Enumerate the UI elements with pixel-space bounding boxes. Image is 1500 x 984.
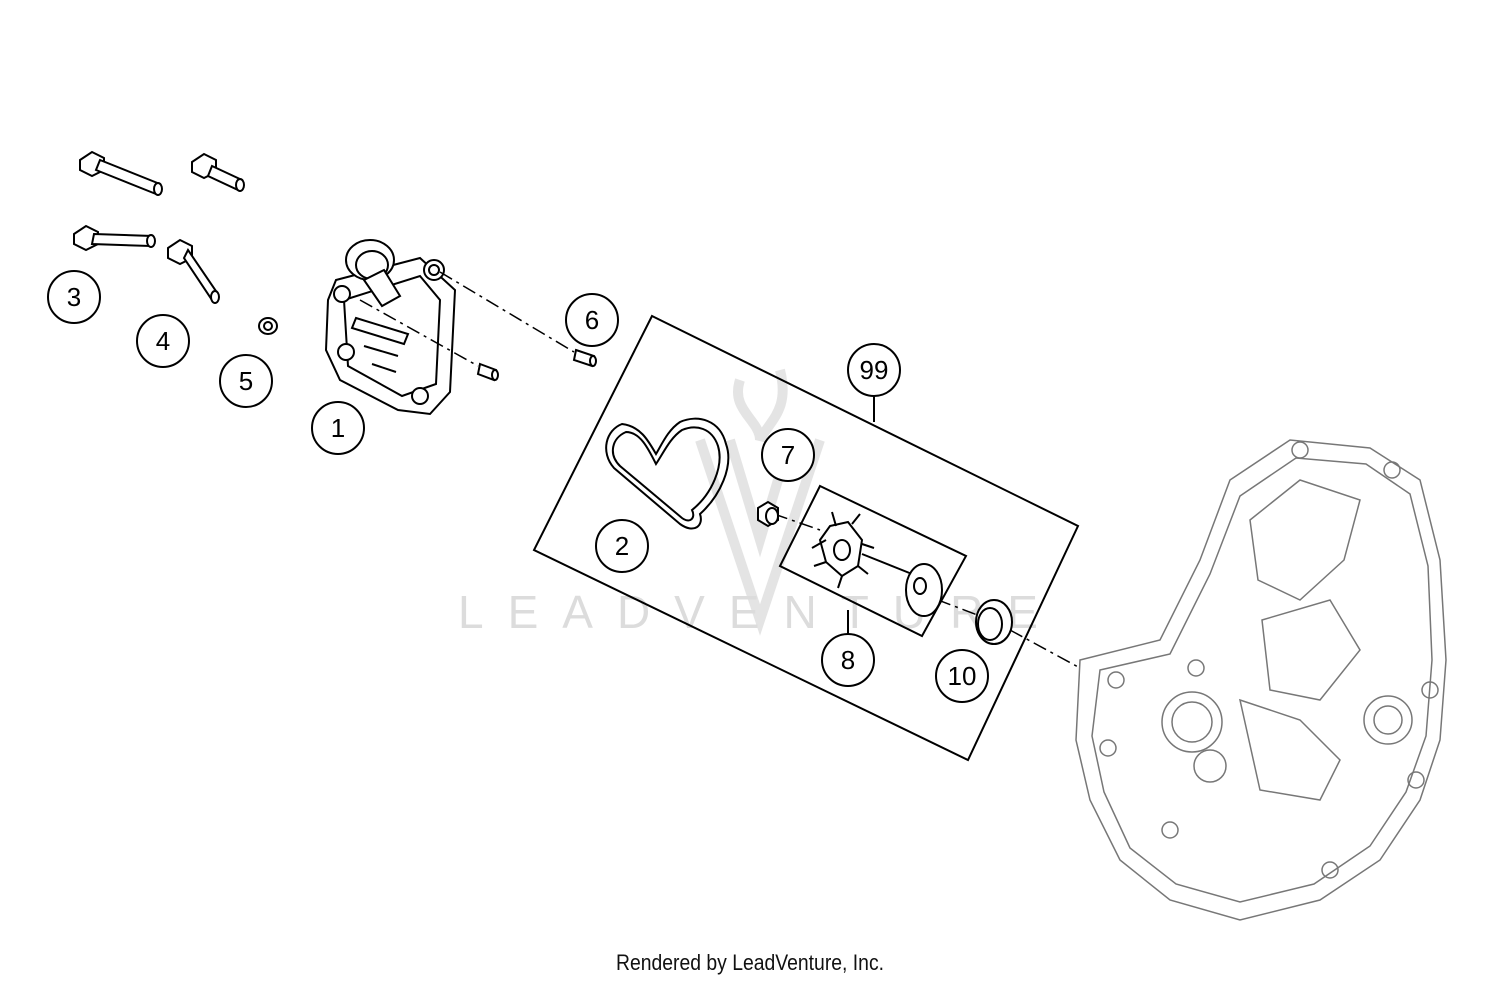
- callout-2: 2: [595, 519, 649, 573]
- callout-10: 10: [935, 649, 989, 703]
- washer-5-icon: [258, 317, 278, 335]
- svg-text:10: 10: [948, 661, 977, 691]
- callout-99: 99: [847, 343, 901, 397]
- gasket-2-icon: [605, 417, 730, 530]
- footer-credit: Rendered by LeadVenture, Inc.: [615, 950, 885, 975]
- bolt-4-upper-icon: [191, 152, 245, 192]
- callout-7: 7: [761, 428, 815, 482]
- callout-5: 5: [219, 354, 273, 408]
- callout-1: 1: [311, 401, 365, 455]
- bolt-4-lower-icon: [167, 238, 220, 304]
- clutch-cover-icon: [1075, 439, 1447, 921]
- svg-text:1: 1: [331, 413, 345, 443]
- svg-text:7: 7: [781, 440, 795, 470]
- watermark-logo-icon: [695, 368, 825, 636]
- leadventure-watermark: LEADVENTURE: [458, 368, 1038, 638]
- dowel-pin-6-upper-icon: [572, 348, 597, 368]
- callout-4: 4: [136, 314, 190, 368]
- callout-3: 3: [47, 270, 101, 324]
- bolt-3-upper-icon: [79, 150, 163, 196]
- svg-text:6: 6: [585, 305, 599, 335]
- water-pump-cover-1-icon: [324, 239, 457, 416]
- callout-6: 6: [565, 293, 619, 347]
- svg-text:4: 4: [156, 326, 170, 356]
- bolt-3-lower-icon: [73, 224, 156, 252]
- svg-text:5: 5: [239, 366, 253, 396]
- svg-text:99: 99: [860, 355, 889, 385]
- impeller-8-icon: [811, 511, 943, 617]
- svg-text:8: 8: [841, 645, 855, 675]
- nut-7-icon: [757, 500, 779, 528]
- svg-text:2: 2: [615, 531, 629, 561]
- dowel-pin-6-lower-icon: [476, 362, 499, 382]
- shaft-seal-10-icon: [975, 599, 1013, 645]
- impeller-8-outline: [778, 484, 968, 638]
- svg-text:3: 3: [67, 282, 81, 312]
- kit-99-outline: [532, 314, 1080, 762]
- callout-8: 8: [821, 633, 875, 687]
